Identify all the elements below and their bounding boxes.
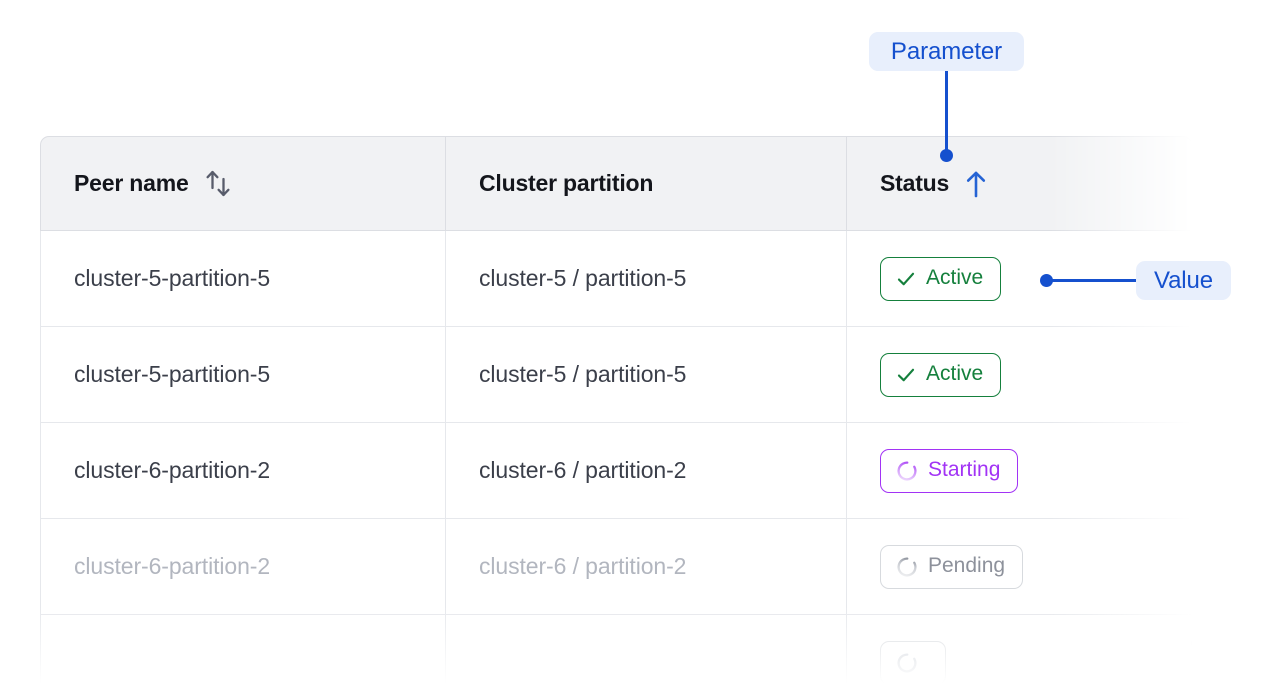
annotation-dot-parameter [940,149,953,162]
table-row[interactable]: cluster-5-partition-5 cluster-5 / partit… [40,231,1192,327]
check-icon [895,268,917,290]
column-header-peer-name-label: Peer name [74,170,189,196]
table-row[interactable]: cluster-6-partition-2 cluster-6 / partit… [40,519,1192,615]
cell-peer-name: cluster-5-partition-5 [41,327,445,422]
column-header-status-label: Status [880,170,950,196]
table-header-row: Peer name Cluster partition [40,136,1192,231]
cluster-partition-text: cluster-6 / partition-2 [479,457,687,483]
spinner-icon [895,555,919,579]
cell-cluster-partition [445,615,846,688]
peer-name-text: cluster-5-partition-5 [74,361,271,387]
annotation-label-parameter: Parameter [869,32,1024,71]
cell-peer-name [41,615,445,688]
cluster-partition-text: cluster-5 / partition-5 [479,265,687,291]
arrow-up-icon[interactable] [963,169,989,199]
table-row[interactable]: cluster-6-partition-2 cluster-6 / partit… [40,423,1192,519]
cluster-partition-text: cluster-6 / partition-2 [479,553,687,579]
status-badge-label: Active [926,362,984,385]
column-header-cluster-partition[interactable]: Cluster partition [445,137,846,230]
cell-peer-name: cluster-6-partition-2 [41,519,445,614]
status-badge-label: Active [926,266,984,289]
status-badge-label: Starting [928,458,1001,481]
column-header-peer-name[interactable]: Peer name [41,137,445,230]
status-badge [880,640,946,685]
annotation-label-value: Value [1136,261,1231,300]
check-icon [895,364,917,386]
cluster-partition-text: cluster-5 / partition-5 [479,361,687,387]
status-badge: Active [880,256,1002,301]
status-badge: Starting [880,448,1019,493]
cell-cluster-partition: cluster-5 / partition-5 [445,327,846,422]
table-row[interactable]: cluster-5-partition-5 cluster-5 / partit… [40,327,1192,423]
status-badge: Active [880,352,1002,397]
cell-cluster-partition: cluster-5 / partition-5 [445,231,846,326]
peer-name-text: cluster-5-partition-5 [74,265,271,291]
annotation-dot-value [1040,274,1053,287]
peers-table: Peer name Cluster partition [40,136,1192,688]
annotation-connector-parameter [945,71,948,155]
cell-cluster-partition: cluster-6 / partition-2 [445,423,846,518]
sort-updown-icon[interactable] [203,168,233,200]
table-row[interactable] [40,615,1192,688]
annotation-connector-value [1052,279,1136,282]
peer-name-text: cluster-6-partition-2 [74,553,271,579]
cell-status [846,615,1191,688]
cell-status: Pending [846,519,1191,614]
cell-peer-name: cluster-6-partition-2 [41,423,445,518]
status-badge-label: Pending [928,554,1006,577]
cell-cluster-partition: cluster-6 / partition-2 [445,519,846,614]
spinner-icon [895,459,919,483]
spinner-icon [895,651,919,675]
cell-status: Active [846,231,1191,326]
column-header-cluster-partition-label: Cluster partition [479,170,654,196]
column-header-status[interactable]: Status [846,137,1191,230]
status-badge: Pending [880,544,1024,589]
peer-name-text: cluster-6-partition-2 [74,457,271,483]
cell-peer-name: cluster-5-partition-5 [41,231,445,326]
cell-status: Starting [846,423,1191,518]
cell-status: Active [846,327,1191,422]
